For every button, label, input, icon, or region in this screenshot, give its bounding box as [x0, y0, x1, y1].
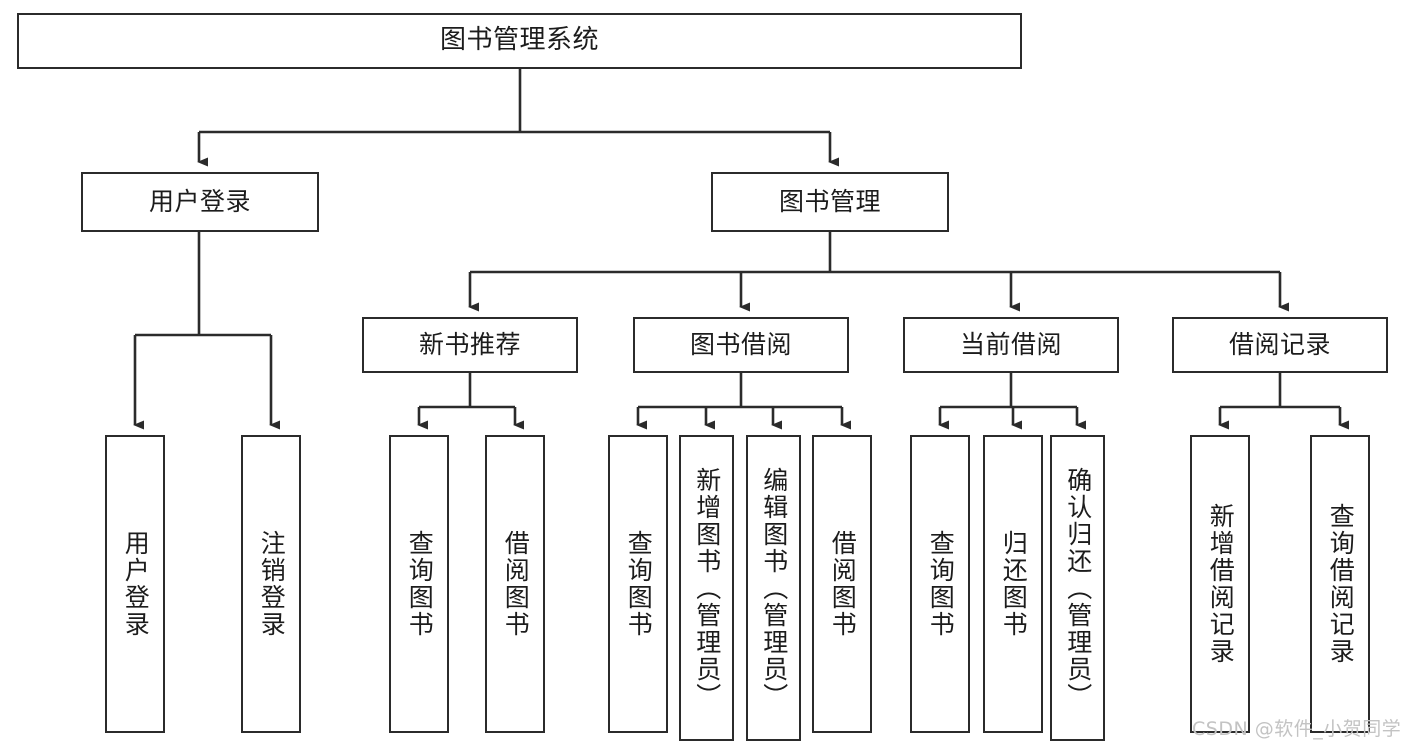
node-leaf-query-book-3-label: 查询图书	[926, 530, 956, 638]
node-new-book-rec[interactable]: 新书推荐	[362, 317, 578, 373]
node-current-borrow[interactable]: 当前借阅	[903, 317, 1119, 373]
node-leaf-confirm-return-label: 确认归还（管理员）	[1063, 466, 1093, 710]
node-leaf-edit-book-label: 编辑图书（管理员）	[759, 466, 789, 710]
node-root-label: 图书管理系统	[439, 25, 599, 56]
csdn-watermark: CSDN @软件_小贺同学	[1192, 718, 1402, 740]
node-current-borrow-label: 当前借阅	[959, 330, 1062, 359]
node-leaf-return-book[interactable]: 归还图书	[983, 435, 1043, 733]
node-leaf-return-book-label: 归还图书	[999, 530, 1029, 638]
node-leaf-query-book-1-label: 查询图书	[405, 530, 435, 638]
node-new-book-rec-label: 新书推荐	[418, 330, 521, 359]
node-borrow-record[interactable]: 借阅记录	[1172, 317, 1388, 373]
node-borrow-record-label: 借阅记录	[1228, 330, 1331, 359]
node-leaf-borrow-book-2[interactable]: 借阅图书	[812, 435, 872, 733]
node-leaf-query-book-2[interactable]: 查询图书	[608, 435, 668, 733]
node-leaf-query-record-label: 查询借阅记录	[1326, 503, 1356, 665]
node-book-borrow-label: 图书借阅	[689, 330, 792, 359]
node-book-manage-label: 图书管理	[778, 187, 881, 216]
node-leaf-confirm-return[interactable]: 确认归还（管理员）	[1050, 435, 1105, 741]
node-leaf-query-book-2-label: 查询图书	[624, 530, 654, 638]
node-root[interactable]: 图书管理系统	[17, 13, 1022, 69]
node-leaf-query-record[interactable]: 查询借阅记录	[1310, 435, 1370, 733]
node-user-login-label: 用户登录	[148, 187, 251, 216]
node-leaf-add-book-label: 新增图书（管理员）	[692, 466, 722, 710]
node-user-login[interactable]: 用户登录	[81, 172, 319, 232]
node-leaf-add-book[interactable]: 新增图书（管理员）	[679, 435, 734, 741]
node-book-borrow[interactable]: 图书借阅	[633, 317, 849, 373]
node-leaf-user-logout-label: 注销登录	[257, 530, 287, 638]
node-leaf-borrow-book-1-label: 借阅图书	[501, 530, 531, 638]
node-leaf-edit-book[interactable]: 编辑图书（管理员）	[746, 435, 801, 741]
node-leaf-add-record[interactable]: 新增借阅记录	[1190, 435, 1250, 733]
node-leaf-add-record-label: 新增借阅记录	[1206, 503, 1236, 665]
node-leaf-query-book-1[interactable]: 查询图书	[389, 435, 449, 733]
node-leaf-query-book-3[interactable]: 查询图书	[910, 435, 970, 733]
node-book-manage[interactable]: 图书管理	[711, 172, 949, 232]
node-leaf-user-login[interactable]: 用户登录	[105, 435, 165, 733]
node-leaf-borrow-book-1[interactable]: 借阅图书	[485, 435, 545, 733]
node-leaf-user-logout[interactable]: 注销登录	[241, 435, 301, 733]
node-leaf-user-login-label: 用户登录	[121, 530, 151, 638]
node-leaf-borrow-book-2-label: 借阅图书	[828, 530, 858, 638]
